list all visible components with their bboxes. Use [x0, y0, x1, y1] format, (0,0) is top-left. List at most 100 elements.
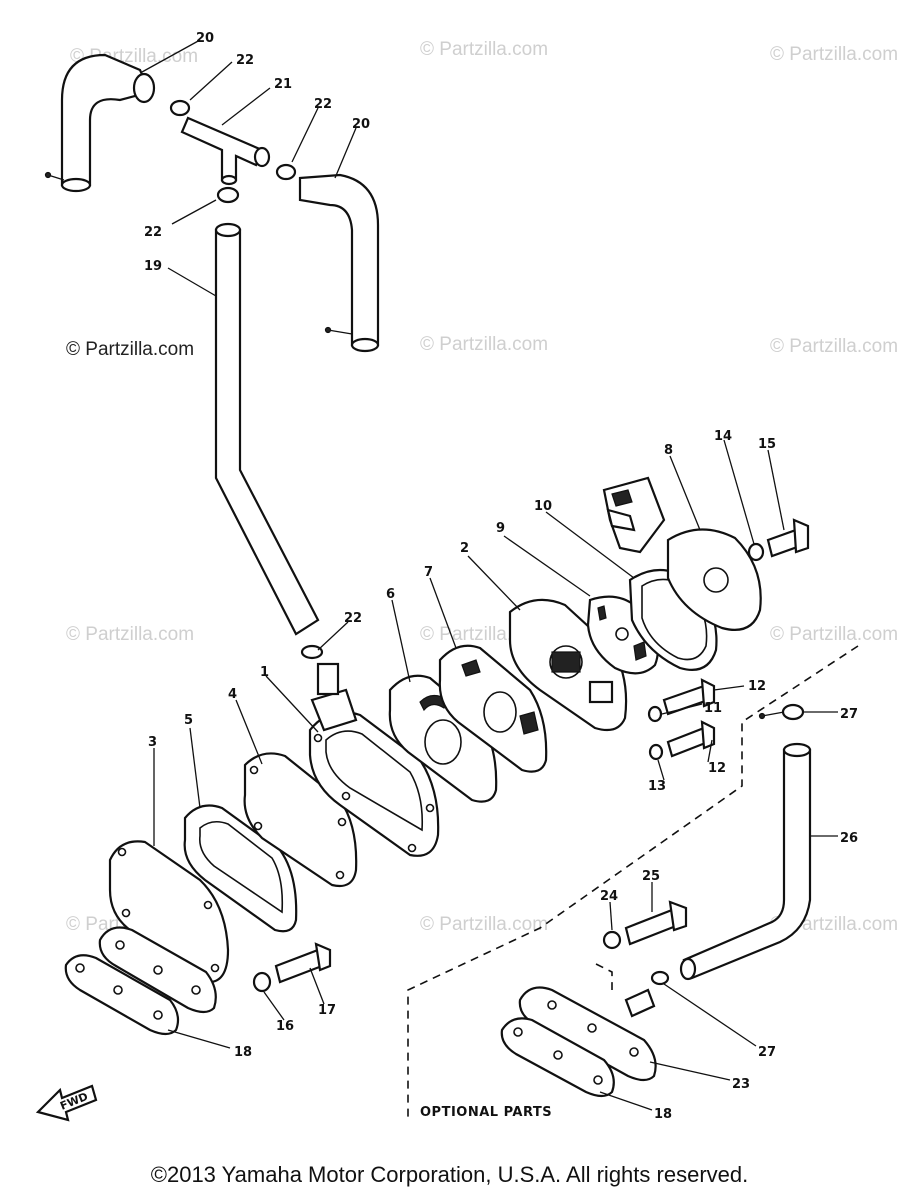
callout-8: 8	[664, 443, 673, 458]
callout-18b: 18	[654, 1107, 672, 1122]
callout-12b: 12	[708, 761, 726, 776]
leader-21	[221, 87, 271, 126]
diaphragm-4-hole-2	[337, 817, 347, 827]
callout-21: 21	[274, 77, 292, 92]
callout-4: 4	[228, 687, 237, 702]
leader-16	[263, 991, 285, 1021]
diaphragm-9-center	[615, 627, 629, 641]
hose-26	[682, 748, 812, 980]
hose-26-top	[782, 742, 812, 758]
hose-26-end	[679, 957, 697, 981]
spacer-23-hole-2	[587, 1023, 597, 1033]
leader-19	[167, 267, 217, 297]
callout-14: 14	[714, 429, 732, 444]
callout-16: 16	[276, 1019, 294, 1034]
leader-13	[657, 759, 665, 781]
callout-20b: 20	[352, 117, 370, 132]
cap-8-center	[703, 567, 729, 593]
washer-16	[252, 971, 272, 993]
callout-27b: 27	[758, 1045, 776, 1060]
diaphragm-4-hole-4	[335, 870, 345, 880]
callout-3: 3	[148, 735, 157, 750]
cover-3	[108, 840, 230, 984]
callout-22c: 22	[144, 225, 162, 240]
callout-27a: 27	[840, 707, 858, 722]
plate-7-valve-2	[519, 711, 539, 735]
leader-6	[391, 599, 411, 683]
washer-13	[648, 743, 664, 761]
clip-right	[324, 326, 332, 334]
watermark-3: © Partzilla.com	[770, 44, 898, 65]
washer-11	[647, 705, 663, 723]
leader-17	[309, 967, 325, 1005]
leader-12a	[713, 685, 745, 691]
bolt-25-head	[668, 900, 688, 932]
callout-18a: 18	[234, 1045, 252, 1060]
gasket-18-left	[64, 954, 180, 1036]
pump-body-hole-4	[407, 843, 417, 853]
optional-parts-label: OPTIONAL PARTS	[420, 1105, 552, 1120]
leader-18b	[599, 1091, 653, 1111]
leader-27b	[663, 983, 757, 1047]
screw-12-upper	[662, 684, 710, 716]
pump-body-hole-3	[341, 791, 351, 801]
pump-top-2-valve	[588, 680, 614, 704]
callout-9: 9	[496, 521, 505, 536]
fwd-arrow: FWD	[35, 1084, 98, 1122]
callout-23: 23	[732, 1077, 750, 1092]
watermark-4: © Partzilla.com	[66, 339, 194, 360]
screw-12-lower-head	[700, 720, 716, 750]
leader-20b	[334, 127, 357, 179]
cover-3-hole-4	[210, 963, 220, 973]
callout-11: 11	[704, 701, 722, 716]
callout-22b: 22	[314, 97, 332, 112]
bolt-17	[274, 948, 324, 984]
leader-22d	[317, 621, 349, 651]
screw-12-upper-head	[700, 678, 716, 708]
callout-numbers: 20 22 21 22 20 22 19 22 1 4 5 3 6 7 2 9 …	[144, 31, 858, 1122]
gasket-18-right-hole-3	[593, 1075, 603, 1085]
clip-22-a	[169, 99, 191, 117]
diaphragm-4-hole-1	[249, 765, 259, 775]
watermark-7: © Partzilla.com	[66, 624, 194, 645]
callout-5: 5	[184, 713, 193, 728]
diaphragm-9-mark-1	[597, 605, 607, 621]
optional-boundary	[407, 645, 859, 1120]
callout-22a: 22	[236, 53, 254, 68]
callout-10: 10	[534, 499, 552, 514]
callout-24: 24	[600, 889, 618, 904]
hose-20-left-bottom	[60, 177, 92, 193]
leader-12b	[707, 739, 713, 763]
clip-27-top-pin	[758, 712, 766, 720]
gasket-5	[183, 804, 298, 933]
callout-17: 17	[318, 1003, 336, 1018]
leader-2	[467, 555, 521, 611]
leader-15	[767, 449, 785, 531]
watermark-11: © Partzilla.com	[420, 914, 548, 935]
cover-3-hole-1	[117, 847, 127, 857]
hose-19-top	[214, 222, 242, 238]
gasket-6-port-1	[424, 719, 462, 765]
bolt-25	[624, 908, 678, 946]
spacer-23-hole-3	[629, 1047, 639, 1057]
hose-20-left	[60, 53, 152, 187]
gasket-18-right-hole-1	[513, 1027, 523, 1037]
gasket-5-inner	[198, 820, 284, 914]
leader-24	[609, 901, 613, 931]
pump-nipple	[316, 662, 340, 696]
leader-8	[669, 455, 701, 531]
fwd-arrow-shape	[35, 1084, 98, 1122]
gasket-18-left-hole-3	[153, 1010, 163, 1020]
leader-5	[189, 727, 201, 809]
callout-22d: 22	[344, 611, 362, 626]
hose-20-right	[298, 173, 380, 347]
callout-12a: 12	[748, 679, 766, 694]
bolt-15-head	[792, 518, 810, 554]
leader-lines	[141, 39, 838, 1111]
clip-22-c	[216, 186, 240, 204]
callout-13: 13	[648, 779, 666, 794]
tee-21-bottom	[220, 174, 238, 186]
diaphragm-4	[243, 752, 358, 888]
leader-18a	[167, 1029, 231, 1049]
pump-body-hole-1	[313, 733, 323, 743]
